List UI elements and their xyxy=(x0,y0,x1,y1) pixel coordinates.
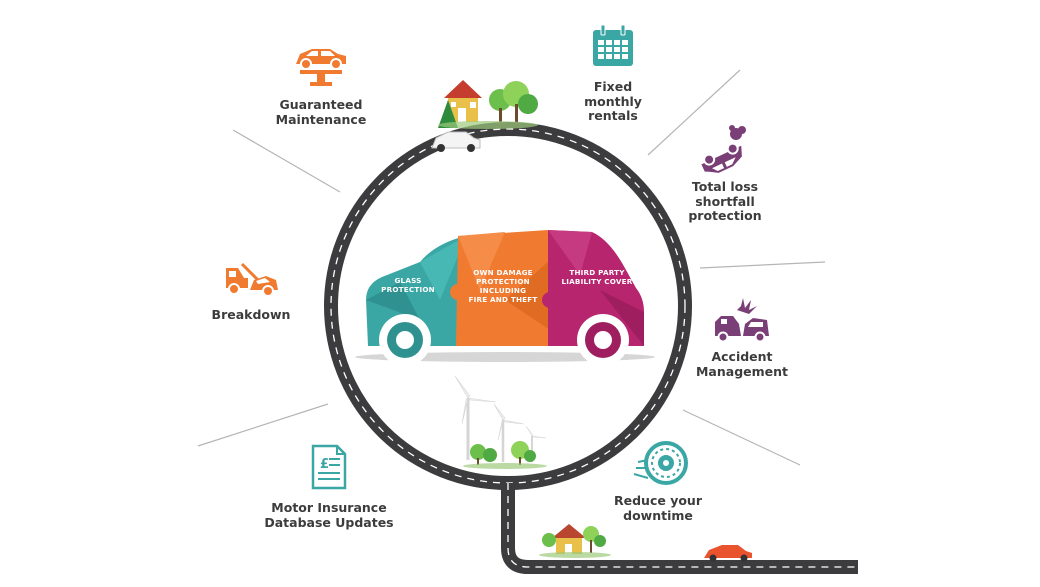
car-collision-icon xyxy=(715,298,769,343)
divider-lines xyxy=(197,69,826,466)
feature-label-line: Maintenance xyxy=(275,111,367,127)
feature-label-line: rentals xyxy=(588,108,638,123)
feature-label-line: downtime xyxy=(623,507,693,523)
feature-guaranteed-maintenance: Guaranteed Maintenance xyxy=(266,42,376,127)
feature-total-loss-shortfall: Total loss shortfall protection xyxy=(680,124,770,224)
svg-text:£: £ xyxy=(320,457,329,472)
house-and-trees-top xyxy=(438,80,538,129)
divider-line xyxy=(232,129,341,193)
tow-truck-icon xyxy=(226,262,278,297)
car-label-line: FIRE AND THEFT xyxy=(468,295,538,304)
feature-label-line: Reduce your xyxy=(614,493,702,508)
car-label-own-damage: OWN DAMAGE PROTECTION INCLUDING FIRE AND… xyxy=(462,268,544,304)
feature-label-line: Database Updates xyxy=(264,514,394,530)
divider-line xyxy=(699,261,826,269)
calendar-icon xyxy=(593,24,633,66)
feature-fixed-monthly-rentals: Fixed monthly rentals xyxy=(573,22,653,124)
car-label-third-party: THIRD PARTY LIABILITY COVER xyxy=(558,268,636,286)
car-label-line: INCLUDING xyxy=(479,286,527,295)
feature-label-line: monthly xyxy=(584,93,642,109)
feature-reduce-downtime: Reduce your downtime xyxy=(608,438,708,523)
car-label-line: GLASS xyxy=(394,276,422,285)
brake-disc-icon xyxy=(633,441,688,485)
car-label-line: PROTECTION xyxy=(476,277,530,286)
feature-label-line: Fixed xyxy=(593,79,633,94)
feature-label-line: protection xyxy=(688,208,762,223)
bottom-trees xyxy=(463,441,547,469)
orange-car-on-road xyxy=(704,545,752,562)
feature-label-line: shortfall xyxy=(695,193,755,209)
exit-road xyxy=(501,483,858,574)
divider-line xyxy=(682,409,801,466)
feature-motor-insurance-database: £ Motor Insurance Database Updates xyxy=(264,444,394,530)
feature-accident-management: Accident Management xyxy=(692,296,792,379)
house-and-trees-bottom xyxy=(539,524,611,558)
feature-label-line: Guaranteed xyxy=(279,97,363,112)
car-lift-icon xyxy=(296,49,346,86)
central-car xyxy=(355,230,655,366)
car-label-line: OWN DAMAGE xyxy=(473,268,533,277)
feature-label-line: Management xyxy=(695,363,788,379)
divider-line xyxy=(647,69,741,156)
feature-breakdown: Breakdown xyxy=(206,254,296,323)
divider-line xyxy=(197,403,329,447)
feature-label-line: Total loss xyxy=(691,179,759,194)
white-car-on-road xyxy=(431,131,481,152)
feature-label-line: Motor Insurance xyxy=(271,500,387,515)
wind-turbines xyxy=(454,375,547,462)
car-label-line: LIABILITY COVER xyxy=(561,277,633,286)
overturned-car-icon xyxy=(701,125,746,173)
document-icon: £ xyxy=(311,444,347,490)
car-label-line: THIRD PARTY xyxy=(569,268,625,277)
car-label-line: PROTECTION xyxy=(381,285,435,294)
car-label-glass: GLASS PROTECTION xyxy=(378,276,438,294)
feature-label-line: Accident xyxy=(711,349,773,364)
feature-label-line: Breakdown xyxy=(211,307,291,322)
